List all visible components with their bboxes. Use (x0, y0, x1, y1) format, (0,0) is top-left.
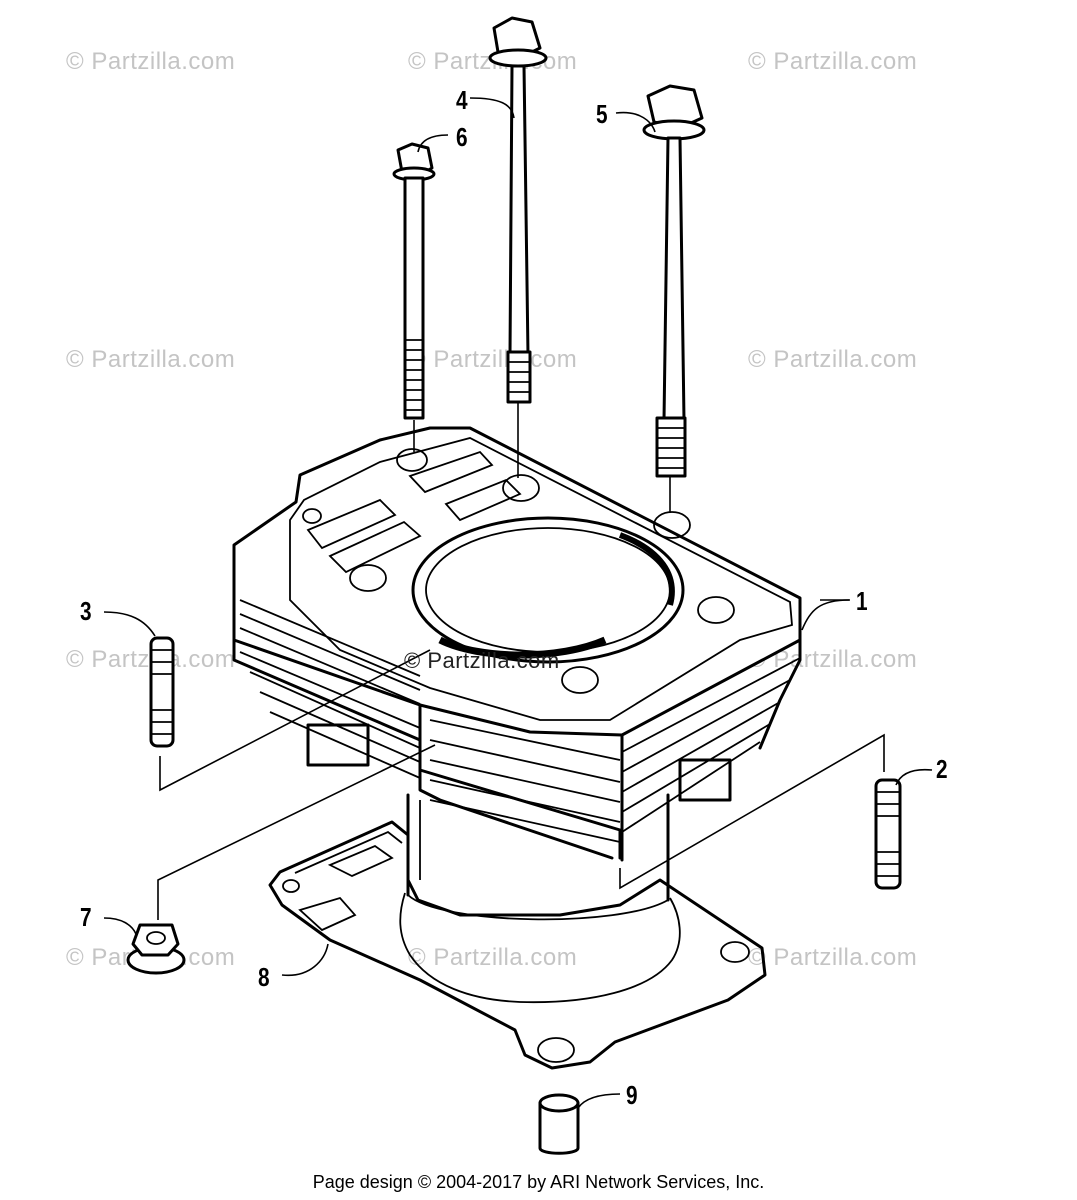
watermark: © Partzilla.com (66, 48, 236, 75)
callout-5: 5 (596, 99, 608, 129)
bolt-long (488, 16, 548, 404)
watermark: © Partzilla.com (748, 346, 918, 373)
callout-7: 7 (80, 902, 92, 932)
dowel-pin (538, 1093, 580, 1155)
bolt-medium (642, 84, 706, 478)
footer-copyright: Page design © 2004-2017 by ARI Network S… (312, 1172, 765, 1192)
callout-8: 8 (258, 962, 270, 992)
watermark: © Partzilla.com (66, 346, 236, 373)
bolt-short (392, 142, 436, 420)
callout-2: 2 (936, 754, 948, 784)
cylinder-sleeve (306, 723, 732, 921)
callout-3: 3 (80, 596, 92, 626)
center-watermark: © Partzilla.com (404, 648, 560, 673)
leader-lines (103, 97, 933, 1109)
callout-6: 6 (456, 122, 468, 152)
watermark: © Partzilla.com (408, 346, 578, 373)
watermark: © Partzilla.com (408, 944, 578, 971)
base-gasket (268, 820, 767, 1070)
cylinder-block (232, 426, 802, 862)
callout-1: 1 (856, 586, 868, 616)
stud-left (149, 636, 175, 748)
flange-nut (126, 923, 186, 975)
callout-9: 9 (626, 1080, 638, 1110)
stud-right (874, 778, 902, 890)
watermark: © Partzilla.com (748, 48, 918, 75)
watermark: © Partzilla.com (748, 944, 918, 971)
callout-4: 4 (456, 85, 468, 115)
